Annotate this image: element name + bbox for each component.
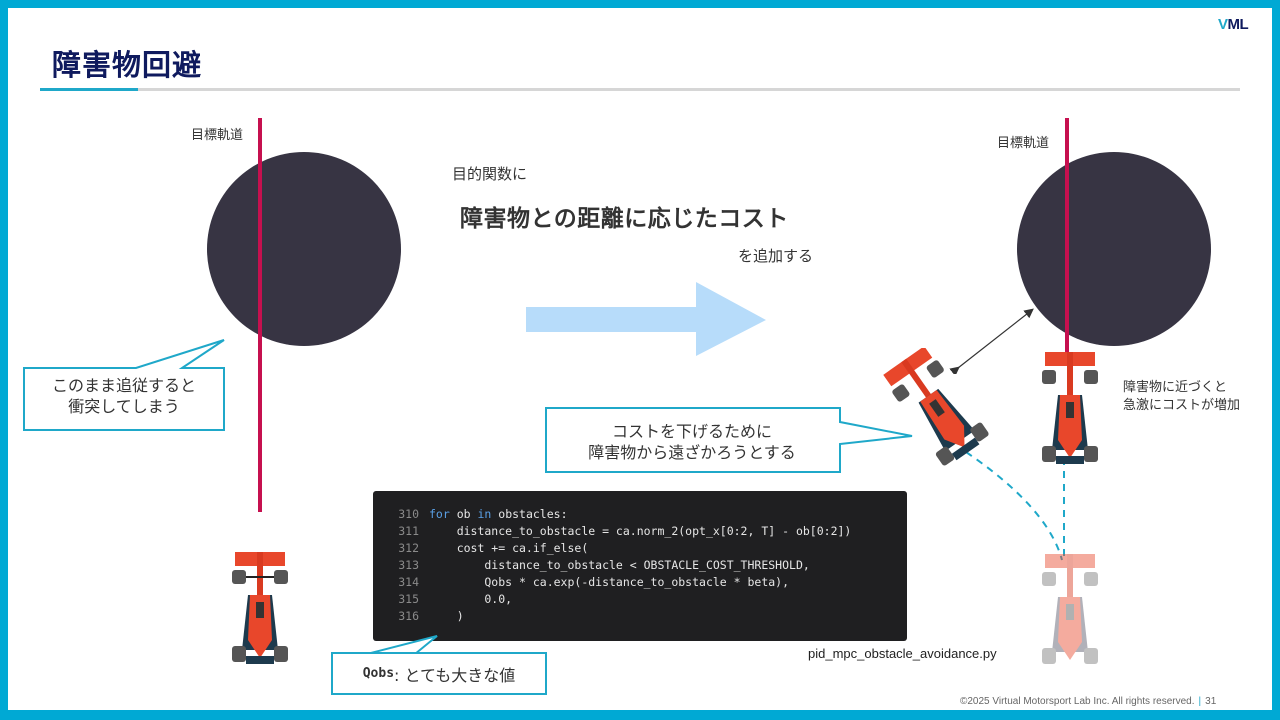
code-line: 312 cost += ca.if_else(: [373, 540, 907, 557]
code-text: obstacles:: [491, 507, 568, 521]
code-text: distance_to_obstacle = ca.norm_2(opt_x[0…: [429, 524, 852, 538]
title-divider-accent: [40, 88, 138, 91]
callout-avoid-line-1: コストを下げるために: [611, 422, 772, 441]
line-number: 310: [398, 507, 419, 521]
note-line-2: 急激にコストが増加: [1123, 398, 1241, 413]
footer: ©2025 Virtual Motorsport Lab Inc. All ri…: [960, 696, 1216, 707]
objective-emphasis: 障害物との距離に応じたコスト: [460, 206, 789, 232]
line-number: 316: [398, 609, 419, 623]
target-track-right: [1065, 118, 1069, 366]
callout-line-1: このまま追従すると: [51, 376, 196, 395]
code-line: 313 distance_to_obstacle < OBSTACLE_COST…: [373, 557, 907, 574]
code-text: cost += ca.if_else(: [429, 541, 589, 555]
callout-line-2: 衝突してしまう: [68, 397, 180, 416]
cost-increase-note: 障害物に近づくと 急激にコストが増加: [1123, 379, 1240, 415]
code-keyword: in: [477, 507, 492, 521]
line-number: 313: [398, 558, 419, 572]
slide: 障害物回避 VML 目標軌道 このまま追従すると 衝突してしまう 目的関数に 障…: [8, 8, 1272, 710]
code-line: 316 ): [373, 608, 907, 625]
qobs-note: Qobs: とても大きな値: [331, 652, 547, 695]
callout-avoid: [545, 407, 913, 473]
race-car-current-icon: [1042, 352, 1098, 464]
vml-logo: VML: [1218, 16, 1249, 33]
code-line: 311 distance_to_obstacle = ca.norm_2(opt…: [373, 523, 907, 540]
line-number: 314: [398, 575, 419, 589]
callout-avoid-text: コストを下げるために 障害物から遠ざかろうとする: [546, 421, 838, 463]
objective-intro: 目的関数に: [452, 165, 528, 183]
line-number: 312: [398, 541, 419, 555]
qobs-code: Qobs: [362, 666, 395, 681]
objective-suffix: を追加する: [738, 247, 814, 265]
obstacle-right: [1017, 152, 1211, 346]
code-text: distance_to_obstacle < OBSTACLE_COST_THR…: [429, 558, 810, 572]
race-car-icon: [232, 552, 288, 664]
code-line: 315 0.0,: [373, 591, 907, 608]
obstacle-left: [207, 152, 401, 346]
note-line-1: 障害物に近づくと: [1123, 380, 1228, 395]
slide-title: 障害物回避: [52, 48, 203, 82]
qobs-callout-tail: [366, 635, 438, 655]
code-text: 0.0,: [429, 592, 513, 606]
line-number: 311: [398, 524, 419, 538]
right-arrow-icon: [526, 282, 766, 356]
code-filename: pid_mpc_obstacle_avoidance.py: [808, 646, 997, 661]
code-line: 310 for ob in obstacles:: [373, 506, 907, 523]
distance-arrow-icon: [949, 308, 1034, 374]
title-divider: [40, 88, 1240, 91]
track-label-left: 目標軌道: [191, 128, 244, 143]
trajectory-dashed-lines: [965, 451, 1065, 561]
race-car-ghost-icon: [1042, 554, 1098, 664]
code-block: 310 for ob in obstacles: 311 distance_to_…: [373, 491, 907, 641]
callout-avoid-line-2: 障害物から遠ざかろうとする: [588, 443, 796, 462]
line-number: 315: [398, 592, 419, 606]
copyright: ©2025 Virtual Motorsport Lab Inc. All ri…: [960, 696, 1195, 707]
code-text: ob: [449, 507, 478, 521]
code-text: Qobs * ca.exp(-distance_to_obstacle * be…: [429, 575, 790, 589]
code-text: ): [429, 609, 464, 623]
race-car-avoiding-icon: [883, 348, 989, 466]
target-track-left: [258, 118, 262, 512]
logo-rest: ML: [1227, 16, 1249, 33]
callout-collision-text: このまま追従すると 衝突してしまう: [24, 375, 224, 417]
code-line: 314 Qobs * ca.exp(-distance_to_obstacle …: [373, 574, 907, 591]
qobs-text: : とても大きな値: [394, 665, 516, 685]
callout-collision: [23, 339, 225, 431]
code-keyword: for: [429, 507, 450, 521]
page-number: 31: [1205, 696, 1217, 707]
footer-separator: |: [1198, 696, 1202, 707]
logo-accent: V: [1218, 16, 1228, 33]
track-label-right: 目標軌道: [997, 136, 1050, 151]
